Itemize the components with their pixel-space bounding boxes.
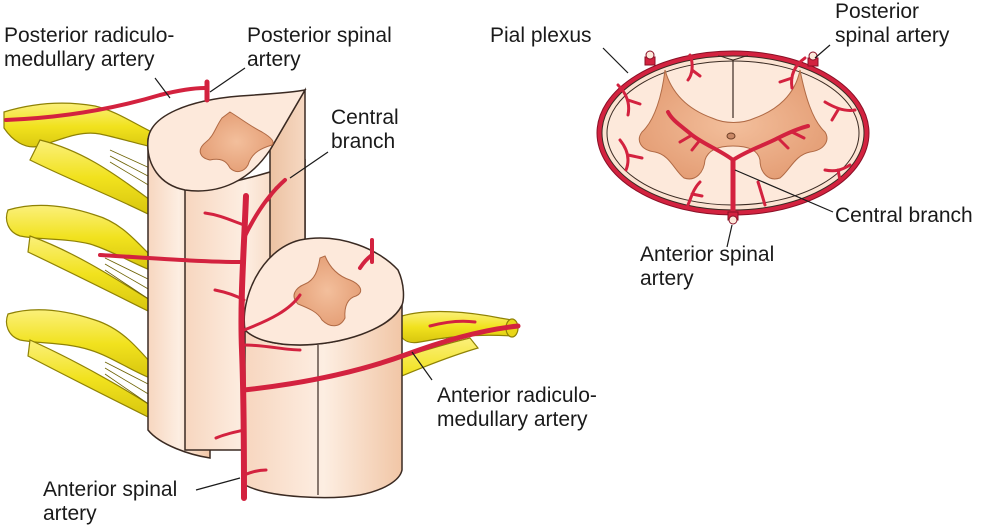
posterior-radiculomedullary-artery: [4, 86, 207, 122]
leader-anterior-spinal: [195, 477, 241, 491]
left-arteries: [4, 79, 521, 501]
spinal-cord-lower-segment: [243, 237, 405, 499]
left-panel-oblique-view: [3, 67, 521, 501]
leader-posterior-spinal: [209, 67, 246, 93]
label-pial-plexus: Pial plexus: [490, 24, 592, 48]
label-posterior-spinal-artery: Posterior spinal artery: [247, 24, 392, 72]
leader-posterior-radiculomedullary: [154, 77, 171, 99]
label-line: Central: [331, 106, 399, 129]
grey-matter-lower: [293, 255, 362, 327]
anterior-spinal-artery-trunk: [238, 193, 249, 501]
label-line: Anterior spinal: [43, 478, 178, 501]
label-central-branch-cross: Central branch: [835, 204, 973, 228]
right-leader-lines: [602, 44, 834, 248]
label-posterior-spinal-artery-cross: Posterior spinal artery: [835, 0, 949, 48]
leader-pial-plexus: [602, 47, 629, 74]
label-line: branch: [331, 130, 396, 153]
label-line: artery: [247, 48, 301, 71]
posterior-spinal-artery-stub-lower: [358, 238, 374, 270]
label-anterior-spinal-artery-cross: Anterior spinal artery: [640, 243, 774, 291]
spinal-nerve-right: [398, 310, 513, 344]
label-line: Pial plexus: [490, 24, 592, 47]
cross-section-vessels: [644, 50, 819, 225]
grey-matter-upper: [199, 111, 274, 173]
label-line: medullary artery: [437, 408, 588, 431]
transverse-artery-upper: [98, 253, 246, 264]
leader-anterior-radiculomedullary: [411, 351, 433, 381]
label-line: Anterior radiculo-: [437, 384, 597, 407]
left-leader-lines: [154, 67, 433, 491]
label-line: Posterior: [835, 0, 920, 23]
label-line: artery: [43, 502, 97, 525]
spinal-nerve-middle: [5, 204, 151, 271]
label-line: Central branch: [835, 204, 973, 227]
right-arteries: [616, 53, 857, 215]
leader-central-branch-right: [734, 169, 834, 213]
nerve-root-fan-upper: [29, 139, 151, 216]
label-line: spinal artery: [835, 24, 950, 47]
central-branch-upper: [242, 178, 287, 240]
label-posterior-radiculomedullary-artery: Posterior radiculo- medullary artery: [4, 24, 174, 72]
label-line: medullary artery: [4, 48, 155, 71]
right-panel-cross-section: [596, 44, 870, 248]
label-anterior-spinal-artery: Anterior spinal artery: [43, 478, 177, 526]
label-line: Posterior spinal: [247, 24, 392, 47]
leader-anterior-spinal-right: [726, 224, 733, 248]
label-anterior-radiculomedullary-artery: Anterior radiculo- medullary artery: [437, 384, 597, 432]
anterior-radiculomedullary-artery: [241, 323, 521, 393]
label-central-branch: Central branch: [331, 106, 399, 154]
label-line: Anterior spinal: [640, 243, 775, 266]
spinal-nerve-lower: [5, 309, 151, 379]
label-line: Posterior radiculo-: [4, 24, 175, 47]
label-line: artery: [640, 267, 694, 290]
grey-matter-butterfly: [638, 69, 828, 180]
leader-central-branch: [289, 151, 329, 179]
central-canal: [726, 132, 736, 140]
leader-posterior-spinal-right: [814, 44, 831, 59]
